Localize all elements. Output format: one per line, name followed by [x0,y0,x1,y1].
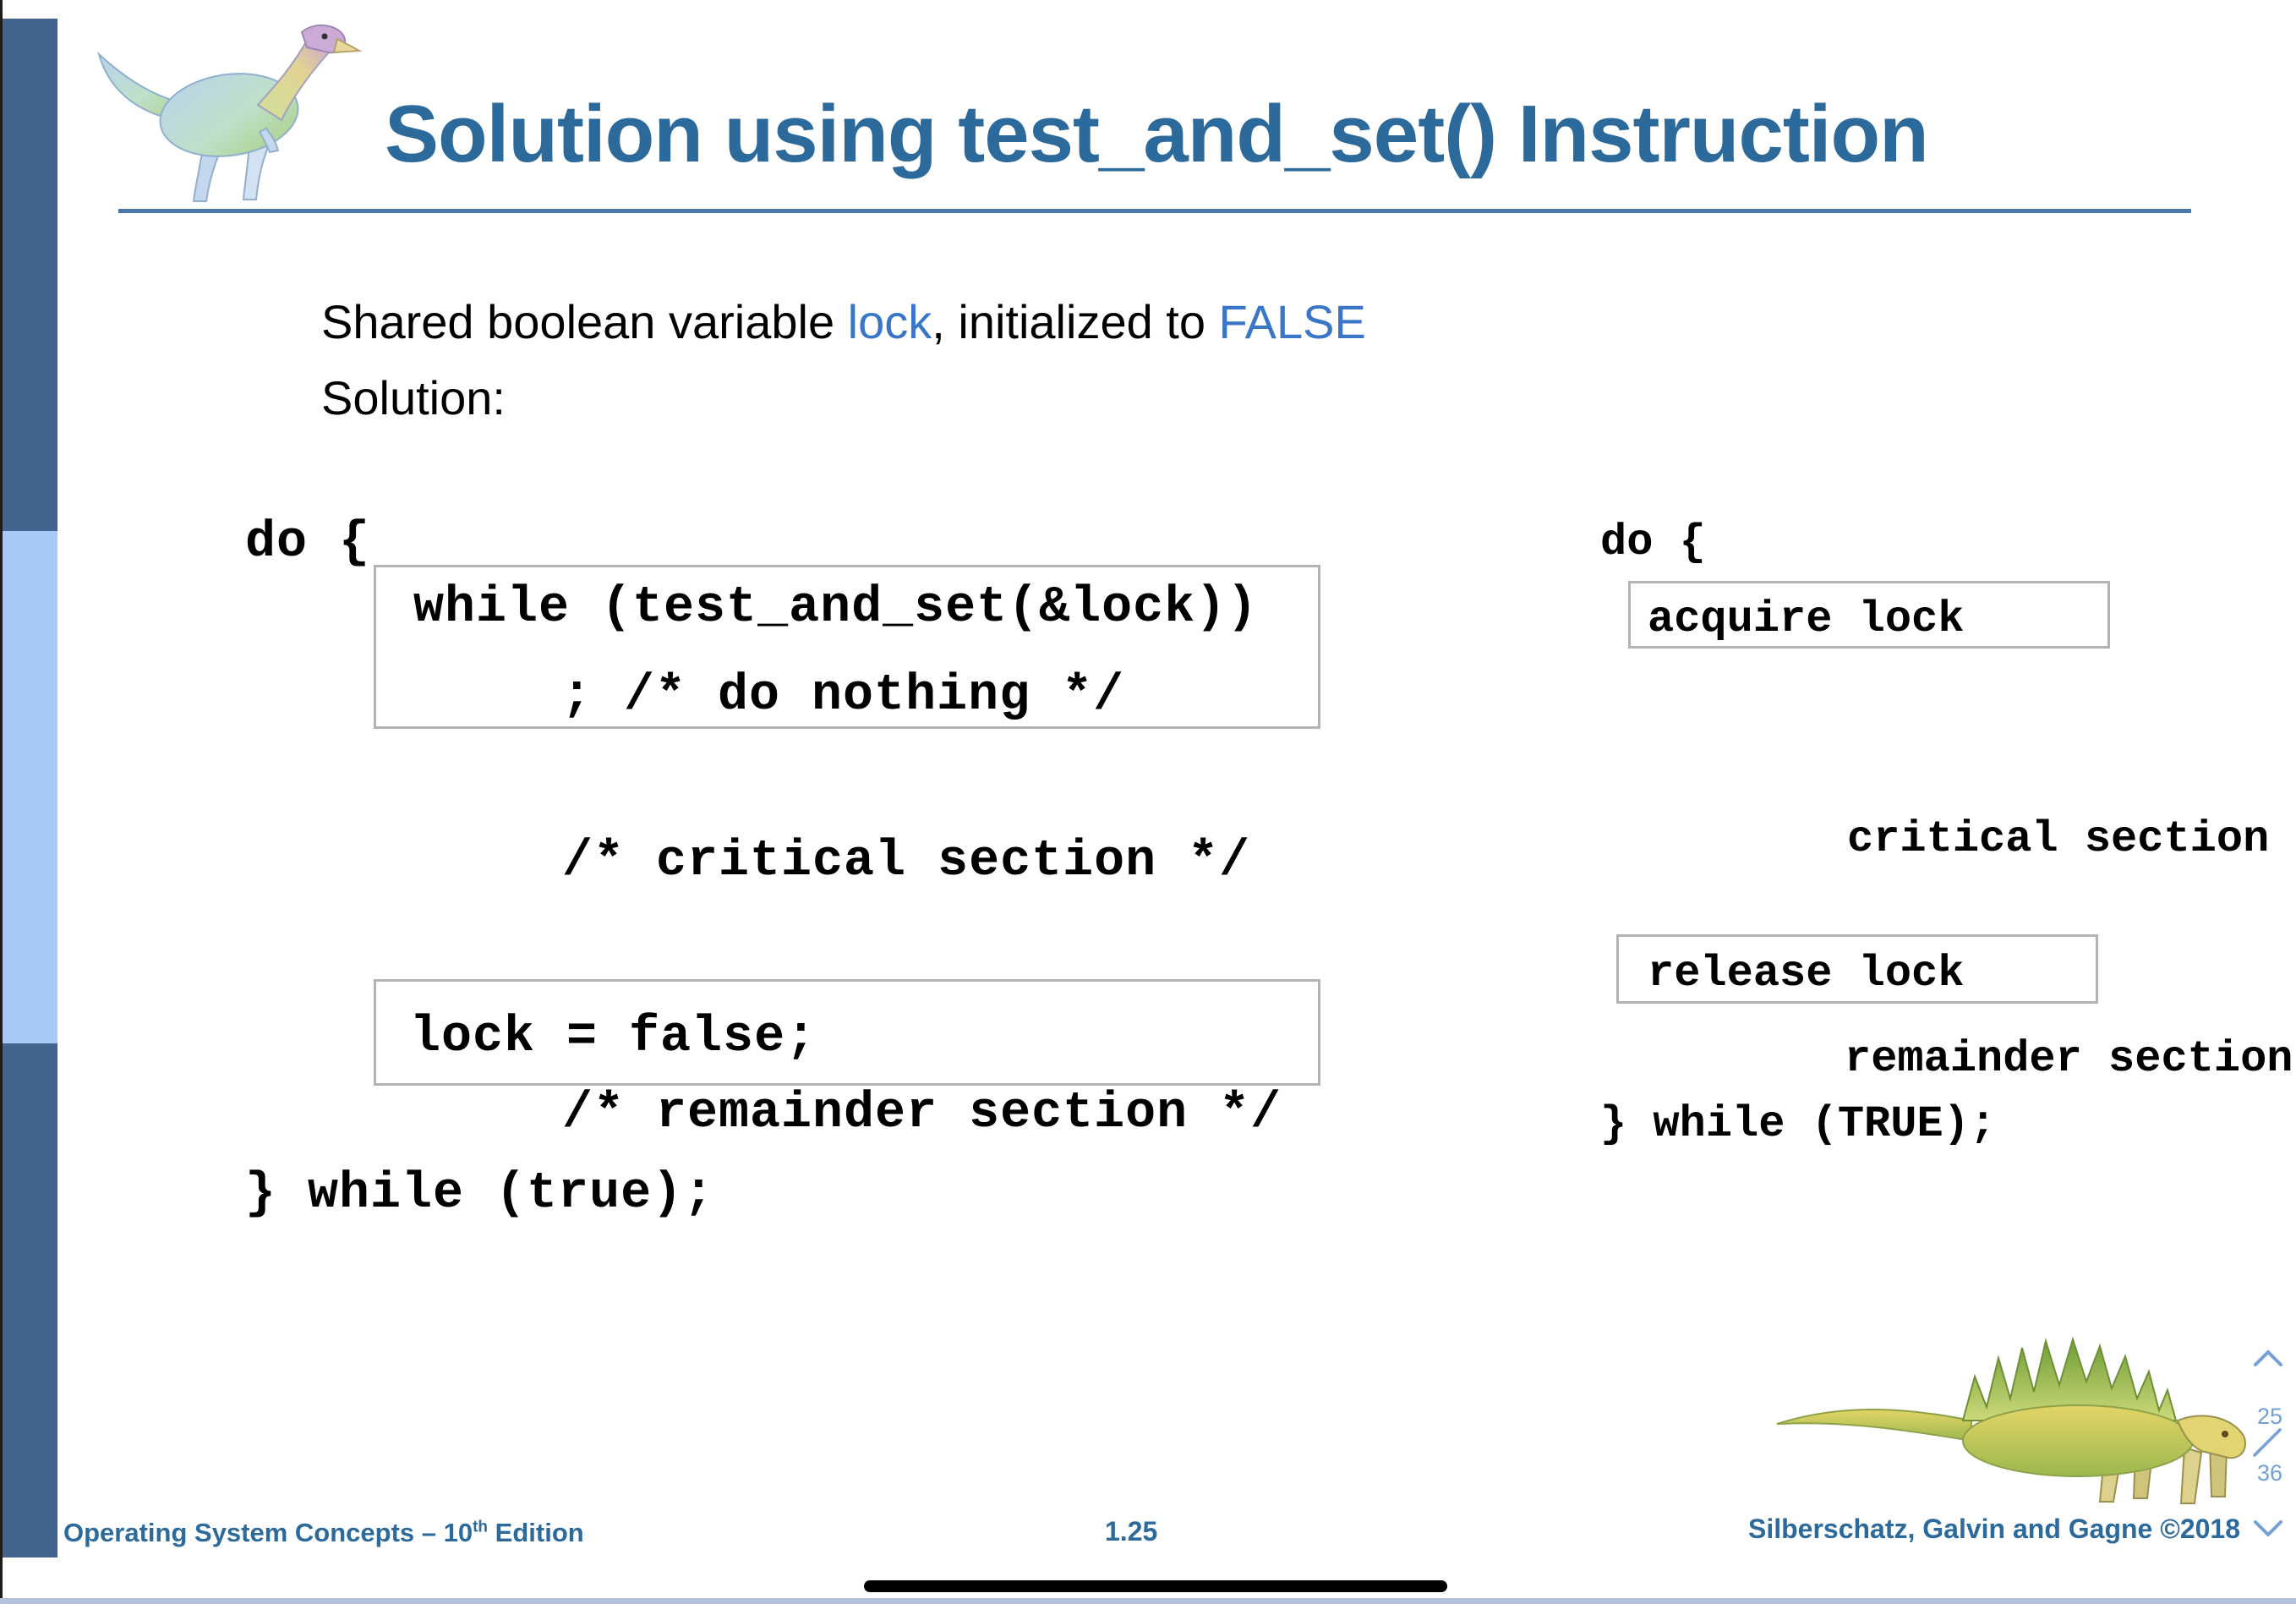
intro-text: Shared boolean variable [321,295,848,348]
acquire-lock-label: acquire lock [1648,594,1965,644]
left-code-do-close: } while (true); [245,1165,715,1223]
dinosaur-logo-bottom [1776,1336,2246,1504]
acquire-lock-box: acquire lock [1628,581,2110,649]
release-lock-label: release lock [1648,949,1965,999]
pager-separator-icon [2253,1428,2282,1457]
left-code-remainder-comment: /* remainder section */ [562,1085,1282,1142]
page-total: 36 [2257,1460,2283,1486]
sidebar-band-bottom [3,1043,57,1557]
false-value-text: FALSE [1218,295,1366,348]
busy-wait-box: while (test_and_set(&lock)) ; /* do noth… [374,565,1320,729]
left-code-while-line: while (test_and_set(&lock)) [413,579,1259,637]
left-code-do-open: do { [245,514,371,572]
intro-line-1: Shared boolean variable lock, initialize… [321,294,1366,349]
slide-title: Solution using test_and_set() Instructio… [385,89,1929,179]
page-down-icon[interactable] [2252,1519,2284,1539]
lock-variable-text: lock [847,295,932,348]
lock-release-box: lock = false; [374,979,1320,1086]
left-code-donothing-line: ; /* do nothing */ [561,667,1125,725]
bottom-edge-line [0,1598,2296,1604]
footer-book-pre: Operating System Concepts – 10 [63,1518,473,1547]
dinosaur-logo-top [97,25,363,202]
footer-book-title: Operating System Concepts – 10th Edition [63,1518,584,1548]
sidebar-band-middle [3,531,57,1043]
window-left-edge [0,0,3,1604]
left-code-critical-comment: /* critical section */ [562,833,1251,890]
page-current: 25 [2257,1404,2283,1429]
sidebar-band-top [3,19,57,531]
intro-line-2: Solution: [321,371,506,424]
right-code-remainder-label: remainder section [1845,1034,2293,1084]
intro-text-mid: , initialized to [932,295,1219,348]
right-code-do-close: } while (TRUE); [1600,1099,1997,1149]
release-lock-box: release lock [1616,934,2098,1004]
bottom-divider-bar [864,1580,1447,1592]
title-underline [118,209,2191,213]
footer-book-post: Edition [488,1518,584,1547]
right-code-critical-label: critical section [1847,814,2270,864]
left-code-lockfalse-line: lock = false; [410,1009,817,1066]
footer-authors: Silberschatz, Galvin and Gagne ©2018 [1747,1514,2240,1544]
footer-book-sup: th [473,1518,489,1536]
right-code-do-open: do { [1600,517,1706,567]
footer-slide-number: 1.25 [1105,1516,1158,1547]
page-up-icon[interactable] [2252,1348,2284,1368]
